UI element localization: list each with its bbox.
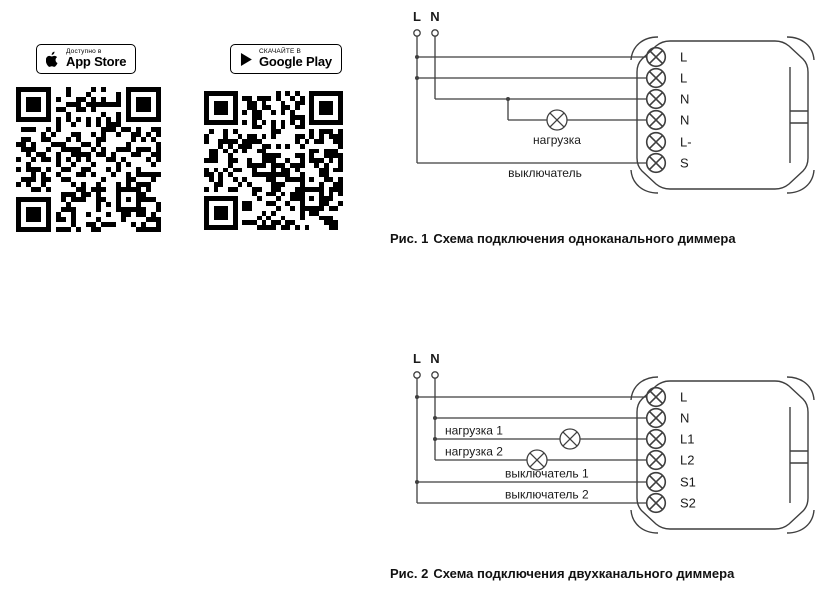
app-store-badge-main-text: App Store: [66, 54, 127, 70]
lamp-2-icon: [526, 449, 548, 471]
lamp-icon: [546, 109, 568, 131]
fig2-supply-l-label: L: [413, 351, 421, 366]
fig1-terminal-labels: L L N N L- S: [680, 50, 692, 171]
svg-text:L: L: [680, 71, 687, 86]
fig1-caption: Рис. 1 Схема подключения одноканального д…: [390, 231, 736, 246]
fig2-terminal-labels: L N L1 L2 S1 S2: [680, 390, 696, 511]
fig2-switch1-label: выключатель 1: [505, 467, 589, 481]
dimmer-module-single: [630, 36, 815, 194]
fig1-wiring-diagram: L N нагрузка выключатель L L N N L- S: [413, 9, 815, 194]
svg-text:L2: L2: [680, 453, 694, 468]
svg-text:N: N: [680, 411, 689, 426]
qr-code-google-play: [204, 91, 343, 230]
fig2-load1-label: нагрузка 1: [445, 424, 503, 438]
svg-text:L: L: [680, 390, 687, 405]
google-play-badge-top-text: СКАЧАЙТЕ В: [259, 48, 302, 56]
lamp-1-icon: [559, 428, 581, 450]
svg-text:S2: S2: [680, 496, 696, 511]
google-play-badge-main-text: Google Play: [259, 54, 332, 70]
fig1-caption-prefix: Рис. 1: [390, 231, 429, 246]
svg-text:S: S: [680, 156, 689, 171]
fig2-switch2-label: выключатель 2: [505, 488, 589, 502]
svg-text:S1: S1: [680, 475, 696, 490]
fig2-caption-text: Схема подключения двухканального диммера: [433, 566, 735, 581]
fig1-load-label: нагрузка: [533, 133, 581, 147]
fig2-load2-label: нагрузка 2: [445, 445, 503, 459]
fig2-junction-dots: [415, 395, 437, 484]
app-store-badge-top-text: Доступно в: [66, 48, 102, 56]
fig1-switch-label: выключатель: [508, 166, 582, 180]
svg-text:L: L: [680, 50, 687, 65]
fig1-supply-l-label: L: [413, 9, 421, 24]
fig1-caption-text: Схема подключения одноканального диммера: [433, 231, 736, 246]
fig2-wiring-diagram: L N нагрузка 1 нагрузка 2 выключатель 1 …: [413, 351, 815, 534]
svg-text:L-: L-: [680, 135, 692, 150]
fig1-supply-n-label: N: [430, 9, 439, 24]
app-store-badge[interactable]: Доступно в App Store: [36, 44, 137, 74]
dimmer-module-dual: [630, 376, 815, 534]
qr-code-app-store: [16, 87, 161, 232]
fig1-wires: [413, 29, 646, 164]
fig2-wires: [413, 371, 646, 504]
fig1-junction-dots: [415, 55, 510, 101]
fig2-supply-n-label: N: [430, 351, 439, 366]
svg-text:N: N: [680, 92, 689, 107]
svg-text:N: N: [680, 113, 689, 128]
google-play-badge[interactable]: СКАЧАЙТЕ В Google Play: [230, 44, 342, 74]
google-play-logo-icon: [240, 52, 253, 67]
apple-logo-icon: [46, 51, 60, 68]
fig2-caption: Рис. 2 Схема подключения двухканального д…: [390, 566, 734, 581]
fig2-caption-prefix: Рис. 2: [390, 566, 429, 581]
svg-text:L1: L1: [680, 432, 694, 447]
